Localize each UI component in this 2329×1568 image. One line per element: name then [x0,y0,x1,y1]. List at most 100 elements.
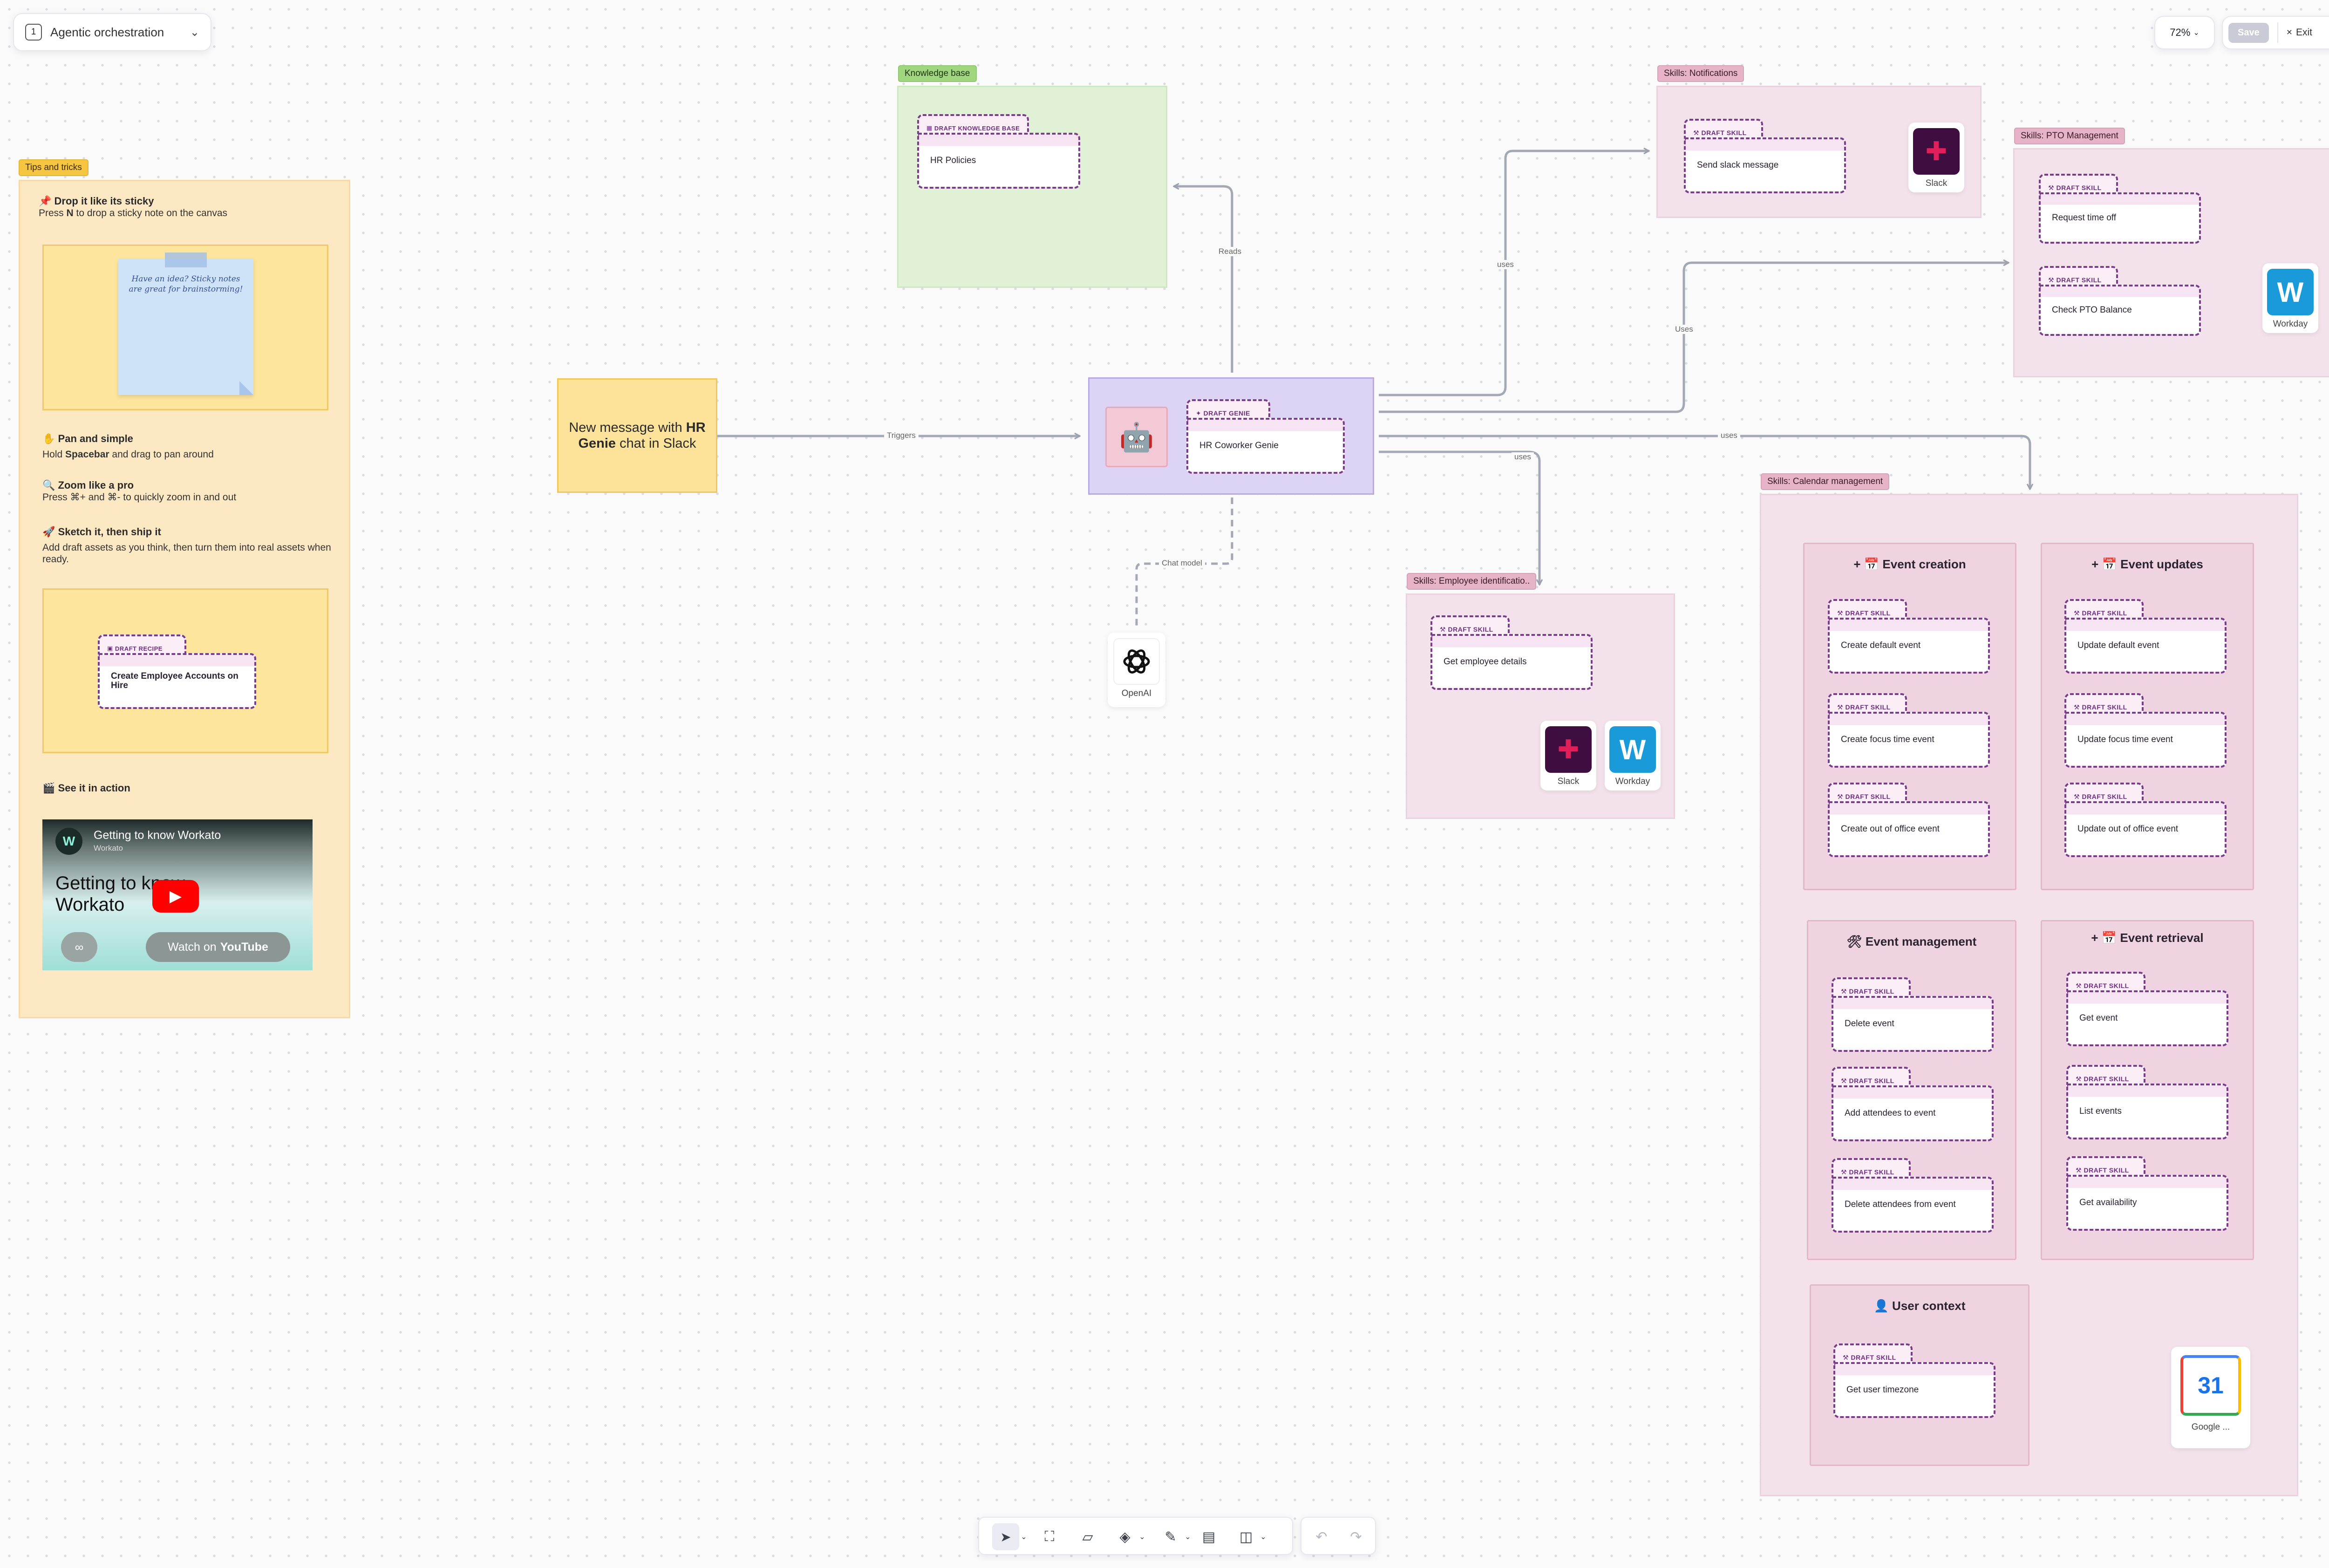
zoom-level: 72% [2170,27,2191,38]
edge-reads [1174,186,1233,373]
exit-button[interactable]: ×Exit [2286,27,2312,38]
knowledge-tag[interactable]: Knowledge base [898,65,977,82]
workspace-selector[interactable]: 1 Agentic orchestration ⌄ [13,13,211,51]
calendar-icon: 📅 [2101,931,2117,945]
frame-tool[interactable]: ⛶ [1044,1529,1055,1544]
openai-node[interactable]: OpenAI [1108,633,1165,707]
chevron-down-icon[interactable]: ⌄ [1021,1533,1027,1541]
chevron-down-icon[interactable]: ⌄ [1185,1533,1191,1541]
link-icon[interactable]: ∞ [61,932,97,962]
draft-skill-card[interactable]: ⚒ DRAFT SKILL Check PTO Balance [2039,266,2201,336]
sticky-note[interactable]: Have an idea? Sticky notes are great for… [118,252,253,395]
skill-icon: ⚒ [2074,703,2080,711]
step-badge: 1 [25,24,42,41]
draft-skill-card[interactable]: ⚒ DRAFT SKILL Send slack message [1684,119,1846,193]
skill-icon: ⚒ [1837,792,1844,800]
zoom-control[interactable]: 72% ⌄ [2154,16,2215,49]
notifications-tag[interactable]: Skills: Notifications [1657,65,1744,82]
skill-icon: ⚒ [2074,792,2080,800]
skill-icon: ⚒ [2076,1166,2082,1174]
knowledge-frame[interactable]: ▦ DRAFT KNOWLEDGE BASE HR Policies [897,86,1167,288]
edge-uses-pto [1379,263,2009,413]
notifications-frame[interactable]: ⚒ DRAFT SKILL Send slack message ✚ Slack [1656,86,1982,218]
workspace-title: Agentic orchestration [50,25,164,39]
edge-label-uses: uses [1718,431,1740,440]
close-icon: × [2286,27,2292,38]
save-exit-bar: Save ×Exit [2222,16,2329,49]
draft-knowledge-card[interactable]: ▦ DRAFT KNOWLEDGE BASE HR Policies [917,114,1080,189]
skill-icon: ⚒ [1440,625,1446,633]
undo-icon[interactable]: ↶ [1315,1529,1328,1545]
draft-recipe-card[interactable]: ▣ DRAFT RECIPE Create Employee Accounts … [98,634,256,709]
skill-icon: ⚒ [1843,1353,1849,1361]
genie-node[interactable]: 🤖 ✦ DRAFT GENIE HR Coworker Genie [1088,377,1374,495]
edge-uses-notifications [1379,151,1649,396]
layers-tool[interactable]: ◫ [1239,1529,1253,1545]
employee-frame[interactable]: ⚒ DRAFT SKILL Get employee details ✚ Sla… [1406,593,1675,819]
tips-frame[interactable]: 📌 Drop it like its sticky Press N to dro… [19,180,350,1018]
save-button[interactable]: Save [2228,22,2269,43]
sticky-demo-frame[interactable]: Have an idea? Sticky notes are great for… [42,245,328,410]
chevron-down-icon: ⌄ [2193,29,2200,37]
employee-tag[interactable]: Skills: Employee identificatio.. [1407,573,1537,590]
clapper-icon: 🎬 [42,782,55,794]
tip-see-in-action: 🎬 See it in action [42,782,130,794]
layout-tool[interactable]: ▤ [1202,1529,1216,1545]
calendar-tag[interactable]: Skills: Calendar management [1761,473,1890,490]
chevron-down-icon: ⌄ [190,26,199,39]
note-corner [239,381,253,395]
workday-icon: W [1609,726,1656,773]
slack-app[interactable]: ✚ Slack [1908,123,1964,192]
google-calendar-app[interactable]: 31 Google ... [2171,1347,2250,1448]
recipe-demo-frame[interactable]: ▣ DRAFT RECIPE Create Employee Accounts … [42,588,328,753]
youtube-embed[interactable]: W Getting to know Workato Workato Gettin… [42,819,313,970]
shapes-tool[interactable]: ◈ [1119,1529,1130,1545]
chevron-down-icon[interactable]: ⌄ [1260,1533,1267,1541]
draw-tool[interactable]: ✎ [1164,1529,1177,1545]
tip-pan: ✋ Pan and simple Hold Spacebar and drag … [42,433,214,460]
slack-app[interactable]: ✚ Slack [1540,721,1596,791]
edge-label-chat-model: Chat model [1159,559,1205,568]
select-tool[interactable]: ➤ [992,1523,1019,1550]
sticky-note-tool[interactable]: ▱ [1082,1529,1093,1545]
workday-app[interactable]: W Workday [2262,263,2318,333]
tips-tag[interactable]: Tips and tricks [19,159,89,176]
skill-icon: ⚒ [1837,703,1844,711]
pto-frame[interactable]: ⚒ DRAFT SKILL Request time off ⚒ DRAFT S… [2013,148,2329,377]
redo-icon[interactable]: ↷ [1350,1529,1362,1545]
workday-app[interactable]: W Workday [1605,721,1661,791]
video-title: Getting to know Workato [94,829,221,842]
pto-tag[interactable]: Skills: PTO Management [2014,128,2125,144]
draft-genie-card[interactable]: ✦ DRAFT GENIE HR Coworker Genie [1186,399,1345,474]
draft-skill-card[interactable]: ⚒ DRAFT SKILL Request time off [2039,174,2201,244]
draft-skill-card[interactable]: ⚒ DRAFT SKILL Get employee details [1430,615,1593,690]
youtube-play-button[interactable]: ▶ [152,880,199,913]
trigger-node[interactable]: New message with HR Genie chat in Slack [557,378,717,493]
book-icon: ▦ [926,124,933,131]
video-channel: Workato [94,844,123,852]
channel-avatar: W [55,828,82,855]
plus-icon: + [1853,557,1861,571]
chevron-down-icon[interactable]: ⌄ [1139,1533,1145,1541]
canvas-toolbar: ➤ ⌄ ⛶ ▱ ◈ ⌄ ✎ ⌄ ▤ ◫ ⌄ [978,1517,1293,1555]
